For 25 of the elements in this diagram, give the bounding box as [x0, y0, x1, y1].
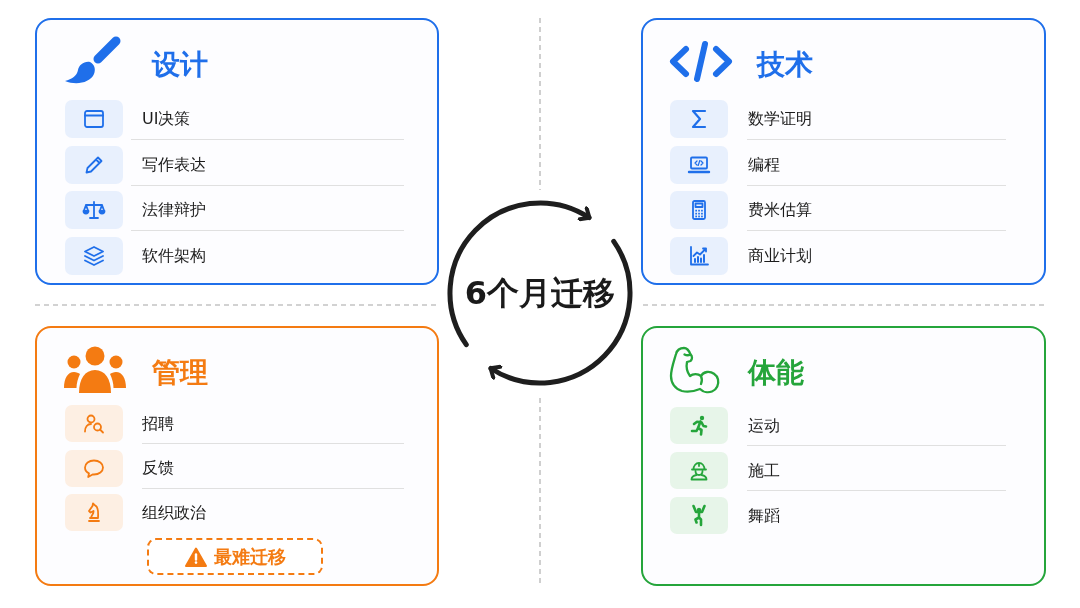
skill-label: 舞蹈: [748, 504, 780, 527]
panel-heading: 体能: [748, 355, 804, 391]
warning-tag: [147, 538, 323, 575]
skill-label: 写作表达: [142, 153, 206, 176]
category-panel: [641, 326, 1046, 586]
category-panel: [35, 18, 439, 285]
skill-label: 法律辩护: [142, 199, 206, 222]
panel-heading: 设计: [152, 47, 208, 83]
skill-label: 数学证明: [748, 108, 812, 130]
skill-label: 软件架构: [142, 245, 206, 267]
skill-label: 施工: [748, 459, 780, 482]
panel-heading: 技术: [757, 47, 813, 83]
skill-label: 运动: [748, 414, 780, 437]
category-panel: [35, 326, 439, 586]
category-panel: [641, 18, 1046, 285]
skill-label: 反馈: [142, 457, 174, 479]
skill-label: 组织政治: [142, 501, 206, 524]
panel-heading: 管理: [152, 355, 208, 391]
skill-label: UI决策: [142, 108, 191, 130]
center-title: 6个月迁移: [464, 273, 616, 313]
skill-label: 招聘: [142, 412, 174, 435]
skill-label: 商业计划: [748, 245, 812, 267]
tag-text: 最难迁移: [213, 545, 286, 568]
skill-label: 费米估算: [748, 199, 812, 222]
skill-label: 编程: [748, 153, 780, 176]
